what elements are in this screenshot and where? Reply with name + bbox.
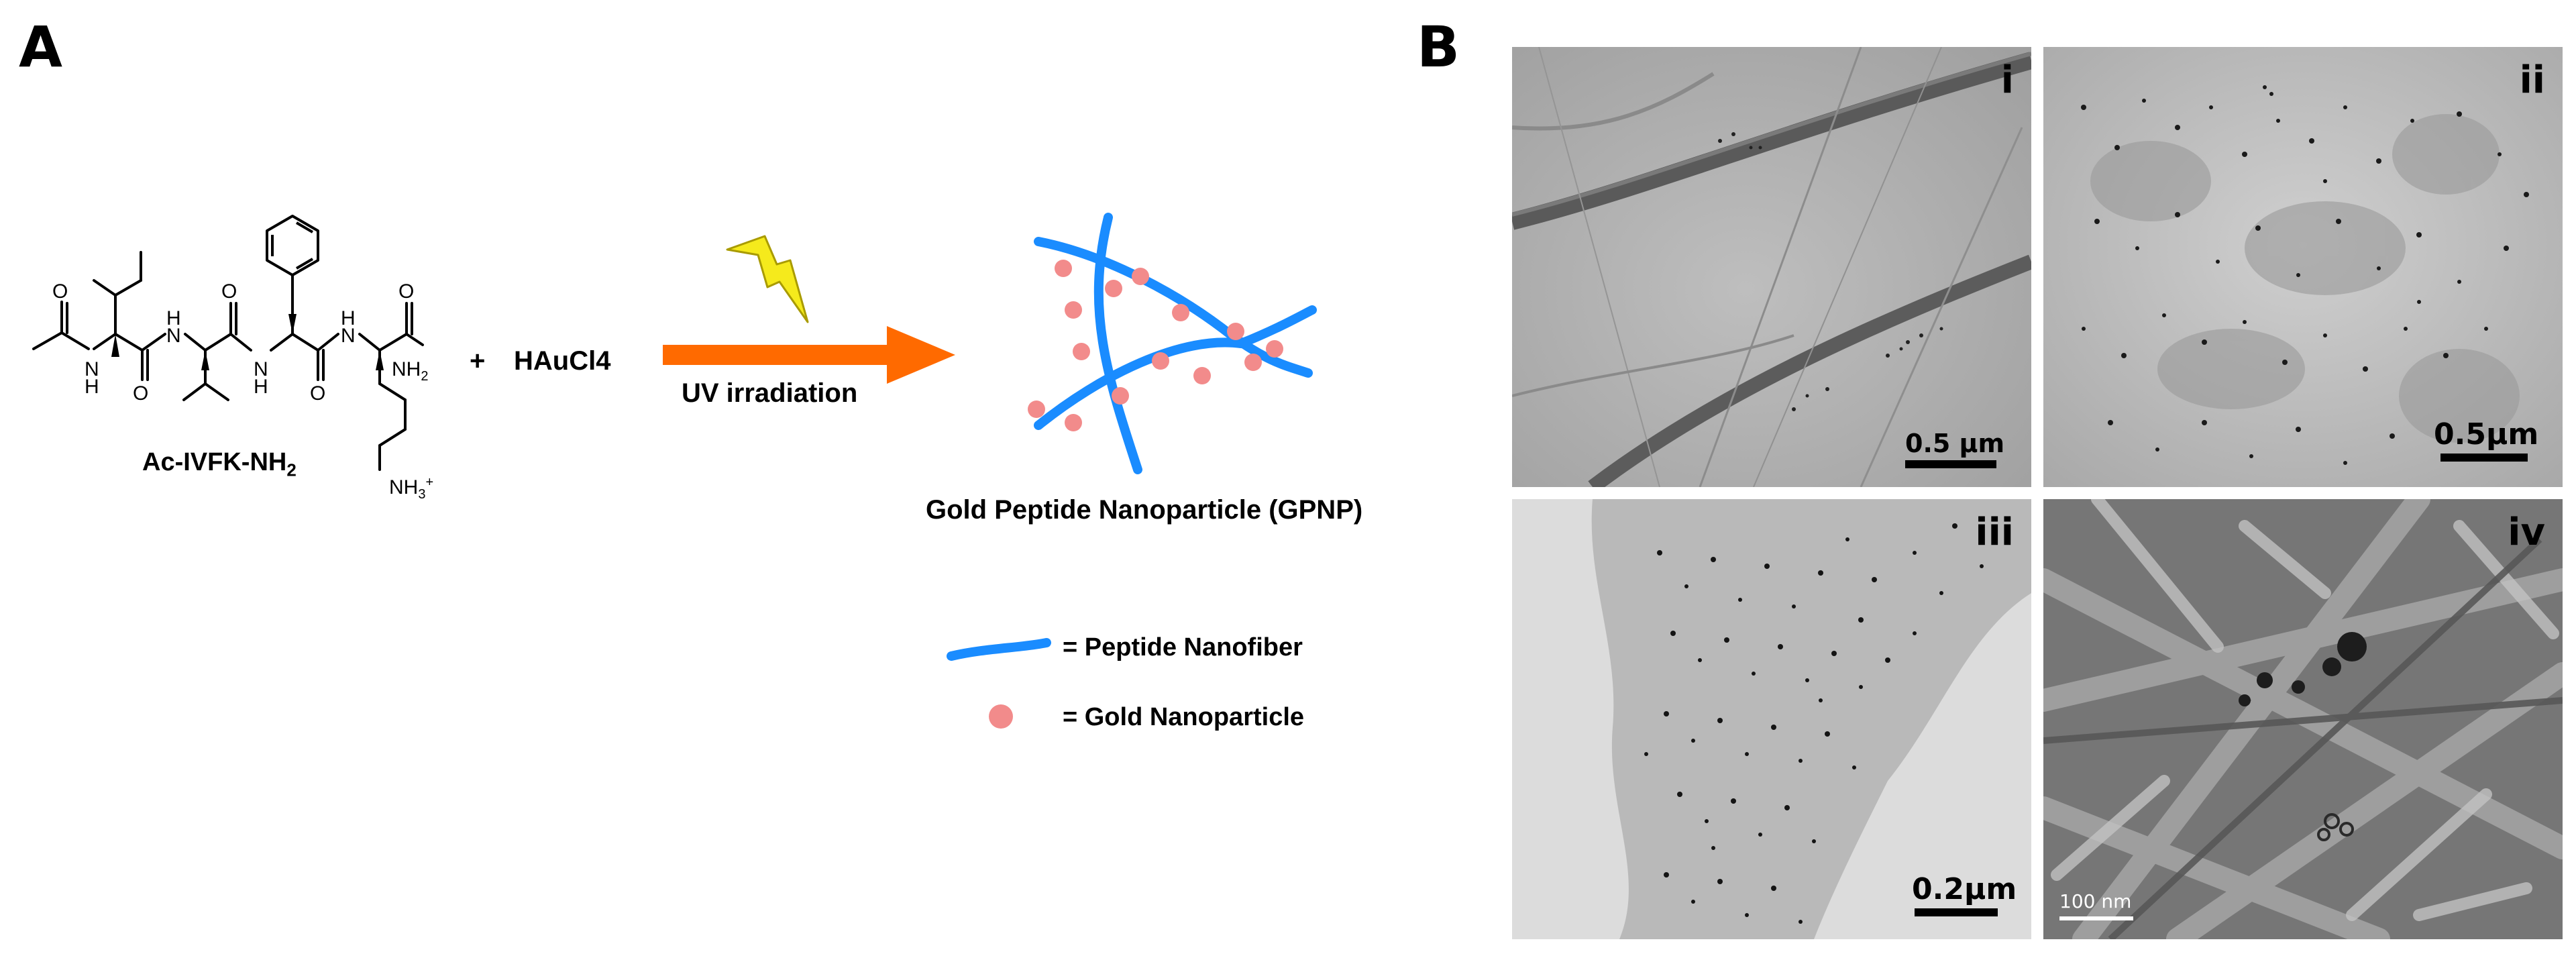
legend-fiber-line-icon [947, 638, 1051, 661]
svg-text:O: O [398, 280, 414, 303]
plus-sign: + [470, 346, 486, 376]
scale-bar-i [1905, 460, 1996, 468]
tem-label-i: i [2000, 58, 2014, 102]
scale-label-iii: 0.2μm [1912, 872, 2017, 906]
scale-label-i: 0.5 μm [1905, 429, 2005, 458]
amide-label: NH2 [392, 358, 429, 384]
legend-particle-dot-icon [989, 704, 1013, 729]
svg-text:H: H [341, 307, 356, 329]
scale-bar-ii [2440, 454, 2528, 462]
svg-text:H: H [254, 376, 268, 398]
scale-bar-iii [1915, 908, 1998, 916]
arrow-shaft [663, 345, 891, 365]
tem-image-iv: iv 100 nm [2043, 499, 2563, 939]
tem-image-iii: iii 0.2μm [1512, 499, 2031, 939]
svg-text:O: O [310, 382, 325, 405]
svg-text:O: O [221, 280, 237, 303]
legend-fiber-label: = Peptide Nanofiber [1063, 633, 1303, 661]
svg-text:N: N [341, 325, 356, 347]
tem-label-ii: ii [2519, 58, 2545, 102]
product-label: Gold Peptide Nanoparticle (GPNP) [926, 495, 1363, 525]
scale-bar-iv [2059, 916, 2133, 920]
svg-text:N: N [166, 325, 181, 347]
tem-label-iii: iii [1975, 511, 2014, 554]
panel-b-letter: B [1417, 14, 1460, 80]
arrow-label: UV irradiation [682, 378, 858, 408]
svg-text:H: H [166, 307, 181, 329]
lightning-bolt-icon [726, 235, 809, 323]
peptide-structure [32, 251, 424, 471]
scale-label-ii: 0.5μm [2434, 417, 2539, 452]
reagent-label: HAuCl4 [514, 346, 611, 376]
tem-label-iv: iv [2508, 511, 2545, 554]
svg-text:O: O [133, 382, 148, 405]
tem-image-ii: ii 0.5μm [2043, 47, 2563, 487]
benzene-ring [266, 215, 319, 276]
atom-labels: O NH O NH O NH O NH O [52, 280, 414, 405]
svg-text:O: O [52, 280, 68, 303]
stereo-wedges [111, 314, 384, 370]
svg-text:N: N [85, 358, 99, 380]
arrow-head [887, 326, 955, 384]
reaction-scheme: O NH O NH O NH O NH O [32, 213, 1317, 729]
panel-a-letter: A [19, 14, 63, 80]
peptide-name: Ac-IVFK-NH2 [142, 448, 297, 480]
svg-text:N: N [254, 358, 268, 380]
ammonium-label: NH3+ [389, 475, 434, 502]
scale-label-iv: 100 nm [2059, 890, 2132, 912]
legend-particle-label: = Gold Nanoparticle [1063, 703, 1305, 731]
gpnp-particles [1028, 260, 1283, 431]
svg-text:H: H [85, 376, 99, 398]
gpnp-fibers [1034, 213, 1317, 474]
tem-image-i: i 0.5 μm [1512, 47, 2031, 487]
